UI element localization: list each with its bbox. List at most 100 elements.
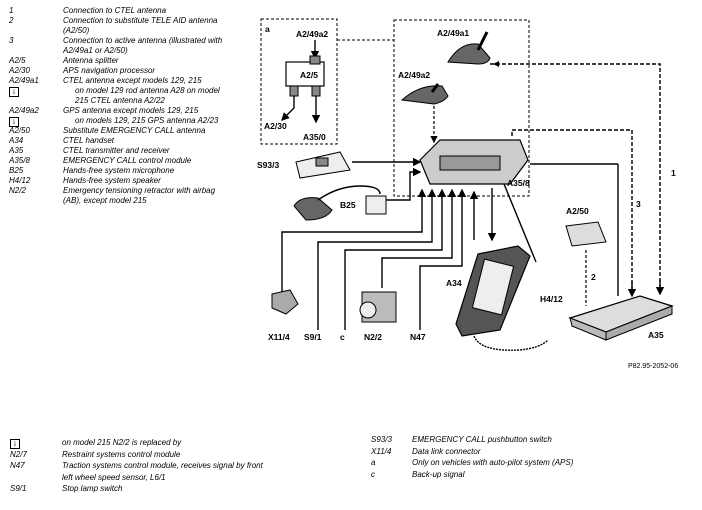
- legend-key: A2/30: [9, 66, 30, 75]
- label-a2-49a2-box: A2/49a2: [296, 29, 328, 39]
- legend-key: A35/8: [9, 156, 30, 165]
- label-x11-4: X11/4: [268, 332, 290, 342]
- ctel-antenna: [447, 31, 491, 65]
- label-1: 1: [671, 168, 676, 178]
- legend-text: CTEL handset: [63, 136, 114, 145]
- legend-row: H4/12 Hands-free system speaker: [9, 176, 229, 186]
- bottom_left-text: left wheel speed sensor, L6/1: [62, 472, 166, 482]
- bottom_left-text: on model 215 N2/2 is replaced by: [62, 438, 182, 447]
- bottom_right-text: Only on vehicles with auto-pilot system …: [412, 458, 574, 467]
- label-a2-49a2: A2/49a2: [398, 70, 430, 80]
- reference-code: P82.95-2052-06: [628, 363, 678, 370]
- legend-key: A2/5: [9, 56, 26, 65]
- label-a35-8: A35/8: [507, 178, 530, 188]
- info-icon: i: [9, 87, 19, 97]
- legend-row: i on models 129, 215 GPS antenna A2/23: [9, 116, 229, 127]
- legend-row: A2/49a2 GPS antenna except models 129, 21…: [9, 106, 229, 116]
- legend-key: H4/12: [9, 176, 31, 185]
- legend-key: 1: [9, 6, 14, 15]
- aps-dashed-box: [260, 18, 338, 145]
- label-3: 3: [636, 199, 641, 209]
- legend-text: Antenna splitter: [63, 56, 119, 65]
- bottom_right-row: a Only on vehicles with auto-pilot system…: [371, 457, 691, 469]
- legend-text: Substitute EMERGENCY CALL antenna: [63, 126, 206, 135]
- info-icon: i: [9, 117, 19, 127]
- bottom_left-key: N47: [10, 461, 25, 470]
- bottom_left-key: N2/7: [10, 449, 27, 459]
- bottom_right-text: Back-up signal: [412, 469, 465, 479]
- label-a2-30: A2/30: [264, 121, 287, 131]
- gps-antenna: [400, 83, 449, 105]
- legend-text: CTEL antenna except models 129, 215: [63, 76, 202, 85]
- legend-row: 3 Connection to active antenna (illustrat…: [9, 36, 229, 56]
- bottom-legend-left: i on model 215 N2/2 is replaced by N2/7 Res…: [10, 437, 350, 495]
- bottom_right-row: c Back-up signal: [371, 469, 691, 481]
- legend-row: B25 Hands-free system microphone: [9, 166, 229, 176]
- legend-row: A2/5 Antenna splitter: [9, 56, 229, 66]
- label-s93-3: S93/3: [257, 160, 279, 170]
- legend-key: 2: [9, 16, 14, 25]
- legend-text: Hands-free system speaker: [63, 176, 161, 185]
- label-a: a: [265, 24, 270, 34]
- tensioning-retractor: [359, 291, 397, 323]
- legend-key: A2/50: [9, 126, 30, 135]
- label-s9-1: S9/1: [304, 332, 322, 342]
- antenna-dashed-box: [393, 19, 530, 197]
- label-a2-49a1: A2/49a1: [437, 28, 469, 38]
- label-a2-5: A2/5: [300, 70, 318, 80]
- legend-text: GPS antenna except models 129, 215: [63, 106, 199, 115]
- legend-text: Emergency tensioning retractor with airb…: [63, 186, 216, 205]
- legend-key: A34: [9, 136, 24, 145]
- bottom_left-text: Restraint systems control module: [62, 449, 181, 459]
- legend-key: 3: [9, 36, 14, 45]
- bottom_left-row: N2/7 Restraint systems control module: [10, 449, 350, 461]
- bottom_left-row: left wheel speed sensor, L6/1: [10, 472, 350, 484]
- label-b25: B25: [340, 200, 356, 210]
- legend-key: A2/49a2: [9, 106, 39, 115]
- antenna-splitter: [285, 55, 325, 97]
- ctel-transceiver: [568, 295, 674, 341]
- legend-row: A34 CTEL handset: [9, 136, 229, 146]
- legend-text: on models 129, 215 GPS antenna A2/23: [75, 116, 219, 125]
- legend-text: EMERGENCY CALL control module: [63, 156, 192, 165]
- label-2: 2: [591, 272, 596, 282]
- data-link-connector: [271, 289, 299, 315]
- info-icon: i: [10, 439, 20, 449]
- bottom_right-text: Data link connector: [412, 446, 481, 456]
- label-a2-50: A2/50: [566, 206, 589, 216]
- microphone: [293, 185, 387, 221]
- label-h4-12: H4/12: [540, 294, 563, 304]
- bottom_left-row: i on model 215 N2/2 is replaced by: [10, 437, 350, 449]
- bottom_right-key: S93/3: [371, 435, 392, 444]
- bottom_left-key: S9/1: [10, 484, 27, 493]
- legend-text: Hands-free system microphone: [63, 166, 175, 175]
- bottom_left-text: Traction systems control module, receive…: [62, 461, 263, 470]
- legend-key: A35: [9, 146, 24, 155]
- legend-key: B25: [9, 166, 24, 175]
- ctel-handset: [455, 245, 549, 351]
- label-n47: N47: [410, 332, 426, 342]
- label-c: c: [340, 332, 345, 342]
- legend-text: APS navigation processor: [63, 66, 156, 75]
- bottom_right-key: c: [371, 469, 375, 479]
- legend-key: A2/49a1: [9, 76, 39, 85]
- bottom_left-row: N47 Traction systems control module, rece…: [10, 460, 350, 472]
- legend-text: Connection to active antenna (illustrate…: [63, 36, 223, 55]
- legend-row: A35/8 EMERGENCY CALL control module: [9, 156, 229, 166]
- emergency-pushbutton: [295, 151, 351, 179]
- label-n2-2: N2/2: [364, 332, 382, 342]
- bottom_left-key: i: [10, 437, 24, 449]
- legend-key: i: [9, 116, 59, 127]
- legend-key: i: [9, 86, 59, 97]
- label-a35-0: A35/0: [303, 132, 326, 142]
- bottom_right-key: a: [371, 458, 376, 467]
